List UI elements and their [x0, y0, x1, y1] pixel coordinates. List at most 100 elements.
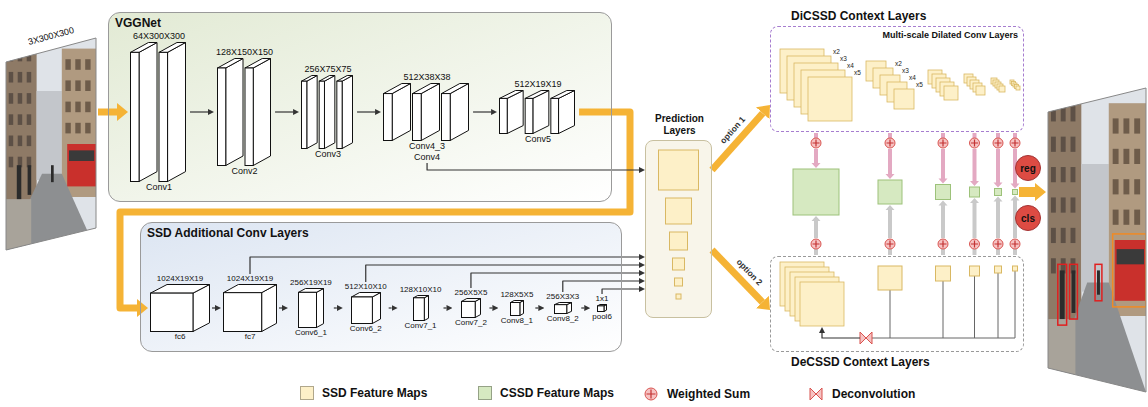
- block-top: [351, 293, 380, 297]
- connector-arrow: [489, 307, 492, 308]
- flow-line: [996, 133, 1000, 138]
- photo-region: [1051, 228, 1056, 243]
- legend-entry: CSSD Feature Maps: [478, 386, 614, 400]
- conv-layer-block: 1x1pool6: [590, 294, 614, 322]
- weighted-sum-symbol: [645, 388, 657, 400]
- photo-region: [28, 165, 32, 195]
- photo-region: [9, 157, 14, 168]
- photo-region: [75, 59, 80, 70]
- photo-region: [1048, 88, 1146, 392]
- dilation-rate-label: x2: [833, 48, 840, 55]
- weighted-sum-symbol: [993, 138, 1003, 148]
- photo-region: [1071, 197, 1076, 212]
- weighted-sum-symbol: [938, 138, 948, 148]
- block-front: [245, 68, 253, 166]
- weighted-sum-symbol: [811, 138, 821, 148]
- connector-arrow: [443, 307, 446, 308]
- dimension-label: 64X300X300: [133, 31, 185, 42]
- photo-region: [27, 72, 32, 83]
- photo-region: [9, 93, 14, 104]
- flow-line: [1013, 133, 1017, 138]
- cssd-feature-map: [936, 185, 951, 200]
- dilated-conv-map: [1016, 86, 1020, 90]
- input-image: 3X300X300: [4, 14, 98, 254]
- block-front: [500, 98, 508, 133]
- weighted-sum-symbol: [1010, 138, 1020, 148]
- layer-block: [223, 284, 277, 332]
- conv-layer-block: 512X10X10Conv6_2: [343, 282, 389, 334]
- block-side: [424, 296, 428, 321]
- deconv-wire: [1015, 271, 1016, 338]
- ssd-feature-map: [659, 150, 699, 190]
- photo-region: [51, 165, 54, 182]
- photo-region: [18, 136, 23, 147]
- block-front: [442, 94, 451, 141]
- detection-box: [1095, 264, 1102, 300]
- weighted-sum-symbol: [887, 140, 894, 147]
- photo-region: [17, 165, 22, 199]
- block-front: [351, 297, 372, 324]
- block-top: [245, 59, 271, 68]
- block-front: [461, 301, 475, 317]
- block-side: [316, 289, 323, 328]
- weighted-sum-symbol: [938, 239, 948, 249]
- connector-arrow: [563, 281, 639, 292]
- weighted-sum-symbol: [993, 239, 1003, 249]
- photo-region: [85, 80, 90, 91]
- block-side: [225, 59, 242, 166]
- main-flow-arrow: [120, 112, 630, 308]
- layer-block: [301, 75, 355, 149]
- photo-region: [9, 72, 14, 83]
- photo-region: [6, 38, 96, 250]
- weighted-sum-symbol: [1012, 241, 1019, 248]
- block-front: [319, 81, 324, 148]
- photo-region: [27, 114, 32, 125]
- flow-line: [996, 249, 1000, 255]
- photo-region: [75, 123, 80, 134]
- photo-region: [1123, 179, 1129, 194]
- flow-arrow: [994, 197, 1003, 239]
- conv-layer-block: 256X75X75Conv3: [299, 64, 357, 160]
- block-front: [159, 52, 168, 181]
- prediction-panel: Prediction Layers: [645, 140, 712, 318]
- dilation-rate-label: x2: [895, 60, 902, 67]
- weighted-sum-symbol: [1012, 140, 1019, 147]
- cssd-feature-map: [878, 180, 902, 204]
- layer-block: [413, 295, 429, 321]
- photo-region: [27, 136, 32, 147]
- panel-fill: [646, 141, 712, 318]
- block-side: [325, 76, 335, 149]
- block-top: [337, 76, 353, 82]
- legend-text: CSSD Feature Maps: [500, 386, 614, 400]
- panel-subtitle: Multi-scale Dilated Conv Layers: [882, 30, 1018, 40]
- weighted-sum-symbol: [887, 241, 894, 248]
- panel-title: SSD Additional Conv Layers: [147, 226, 309, 240]
- photo-region: [1071, 137, 1076, 152]
- block-top: [151, 285, 210, 294]
- block-front: [413, 94, 422, 141]
- block-front: [131, 52, 140, 181]
- deconv-wire: [998, 273, 999, 338]
- dilated-conv-map: [944, 86, 958, 100]
- legend-text: SSD Feature Maps: [322, 386, 427, 400]
- layer-name: fc7: [245, 332, 256, 342]
- cssd-feature-map: [793, 169, 839, 215]
- decssd-panel: DeCSSD Context Layers: [770, 256, 1024, 352]
- photo-region: [1071, 228, 1076, 243]
- photo-region: [1071, 106, 1076, 121]
- dimension-label: 512X38X38: [404, 72, 451, 83]
- block-top: [525, 91, 549, 99]
- deconv-wire: [872, 338, 1015, 339]
- weighted-sum-symbol: [940, 241, 947, 248]
- deconvolution-symbol: [810, 388, 822, 400]
- photo-region: [9, 114, 14, 125]
- block-front: [510, 303, 519, 316]
- dilation-rate-label: x5: [854, 69, 861, 76]
- flow-line: [888, 133, 892, 138]
- panel-title: Prediction Layers: [642, 113, 717, 137]
- block-top: [384, 84, 411, 94]
- photo-region: [1060, 270, 1065, 319]
- photo-region: [1061, 228, 1066, 243]
- flow-line: [814, 133, 818, 138]
- layer-block: [298, 288, 324, 328]
